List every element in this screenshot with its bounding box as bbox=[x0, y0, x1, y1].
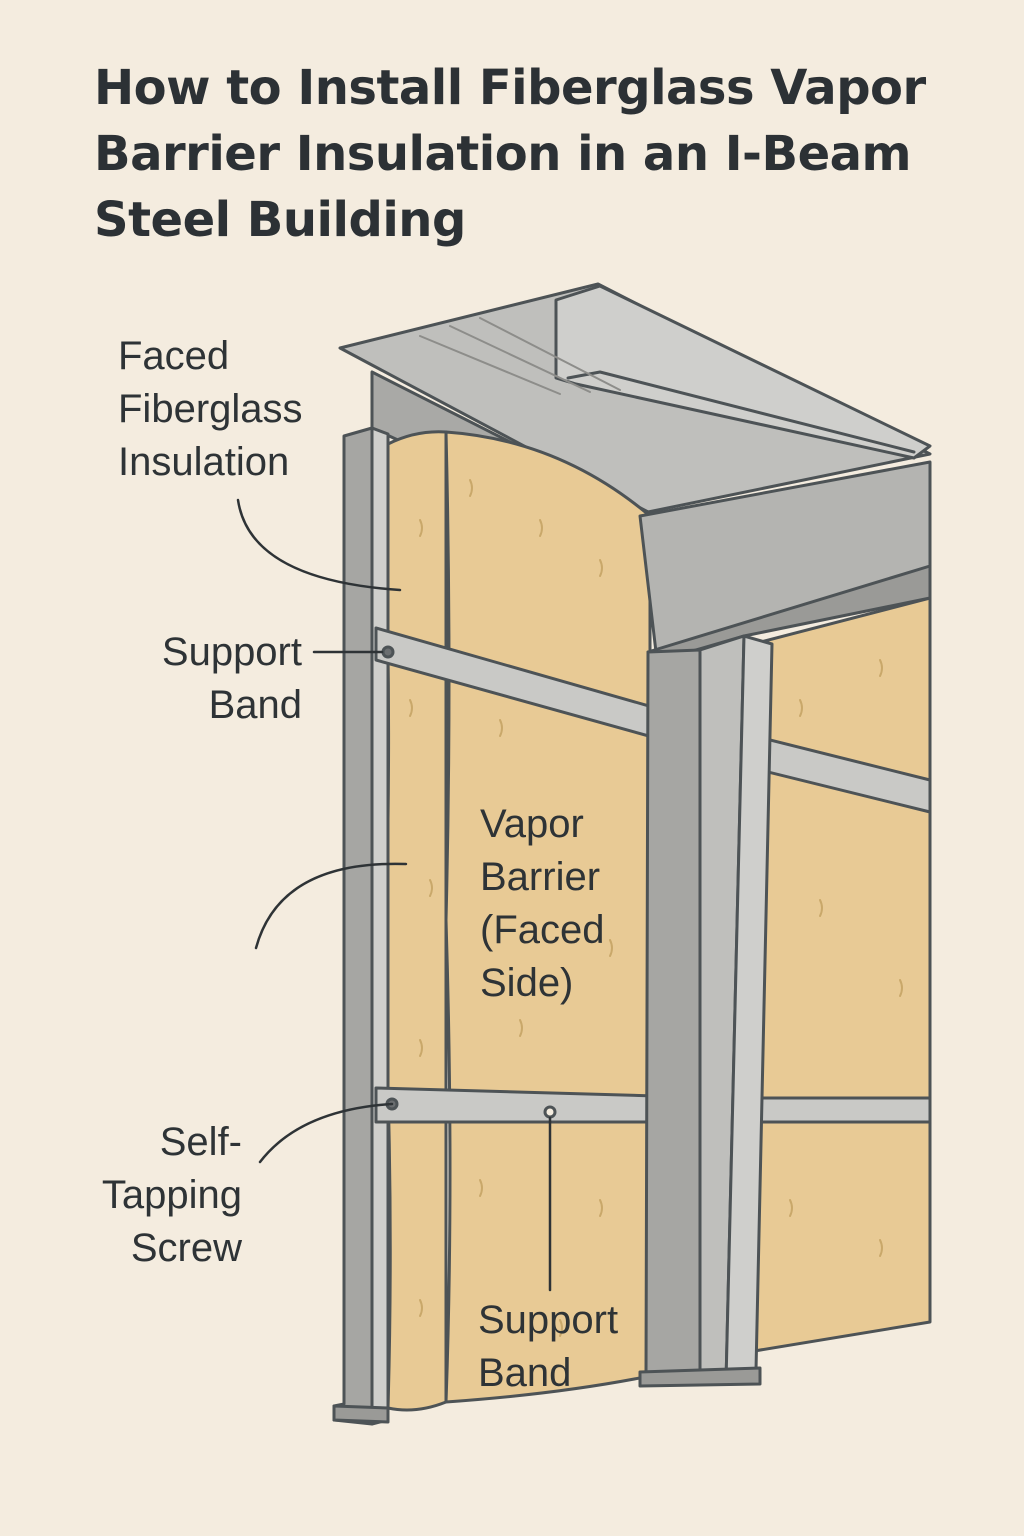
faced-insulation-label-line: Insulation bbox=[118, 440, 290, 484]
vapor-barrier-label-line: Vapor bbox=[480, 802, 584, 846]
vapor-barrier-label-line: (Faced bbox=[480, 908, 605, 952]
title-line-3: Steel Building bbox=[94, 192, 466, 248]
self-tapping-screw-label: Self- Tapping Screw bbox=[60, 1116, 242, 1275]
support-band-top-label-line: Support bbox=[161, 630, 302, 674]
right-column-base bbox=[638, 1366, 762, 1388]
title-line-1: How to Install Fiberglass Vapor bbox=[94, 60, 926, 116]
support-band-bottom-label: Support Band bbox=[478, 1294, 618, 1400]
self-tapping-screw-label-line: Self- bbox=[159, 1120, 242, 1164]
support-band-top-label-line: Band bbox=[208, 683, 302, 727]
vapor-barrier-label-line: Barrier bbox=[480, 855, 601, 899]
support-band-bottom-label-line: Band bbox=[478, 1351, 572, 1395]
vapor-barrier-label-line: Side) bbox=[480, 961, 574, 1005]
roof-channel bbox=[554, 284, 932, 460]
support-band-bottom-label-line: Support bbox=[478, 1298, 619, 1342]
leader-self-tapping-screw bbox=[258, 1102, 394, 1164]
left-column-flange-outer bbox=[332, 426, 374, 1426]
faced-insulation-label-line: Faced bbox=[118, 334, 230, 378]
left-column-base bbox=[332, 1404, 390, 1424]
rear-lower-girt bbox=[736, 1096, 932, 1124]
self-tapping-screw-label-line: Screw bbox=[130, 1226, 242, 1270]
left-column-web bbox=[370, 426, 390, 1426]
faced-insulation-label-line: Fiberglass bbox=[118, 387, 303, 431]
roof-channel-lip bbox=[566, 370, 916, 454]
upper-screw-head bbox=[381, 645, 395, 659]
support-band-top-label: Support Band bbox=[130, 626, 302, 732]
title-line-2: Barrier Insulation in an I-Beam bbox=[94, 126, 912, 182]
vapor-barrier-label: Vapor Barrier (Faced Side) bbox=[480, 798, 605, 1010]
roof-texture-line bbox=[449, 325, 591, 393]
leader-faced-insulation bbox=[236, 498, 402, 592]
roof-texture-line bbox=[419, 335, 561, 395]
band-fastener bbox=[543, 1105, 557, 1119]
insulation-batt-left bbox=[382, 430, 448, 1412]
self-tapping-screw-label-line: Tapping bbox=[101, 1173, 242, 1217]
right-column-flange bbox=[644, 648, 702, 1384]
roof-texture-line bbox=[479, 317, 621, 391]
faced-insulation-label: Faced Fiberglass Insulation bbox=[118, 330, 303, 489]
leader-vapor-barrier bbox=[254, 862, 408, 950]
